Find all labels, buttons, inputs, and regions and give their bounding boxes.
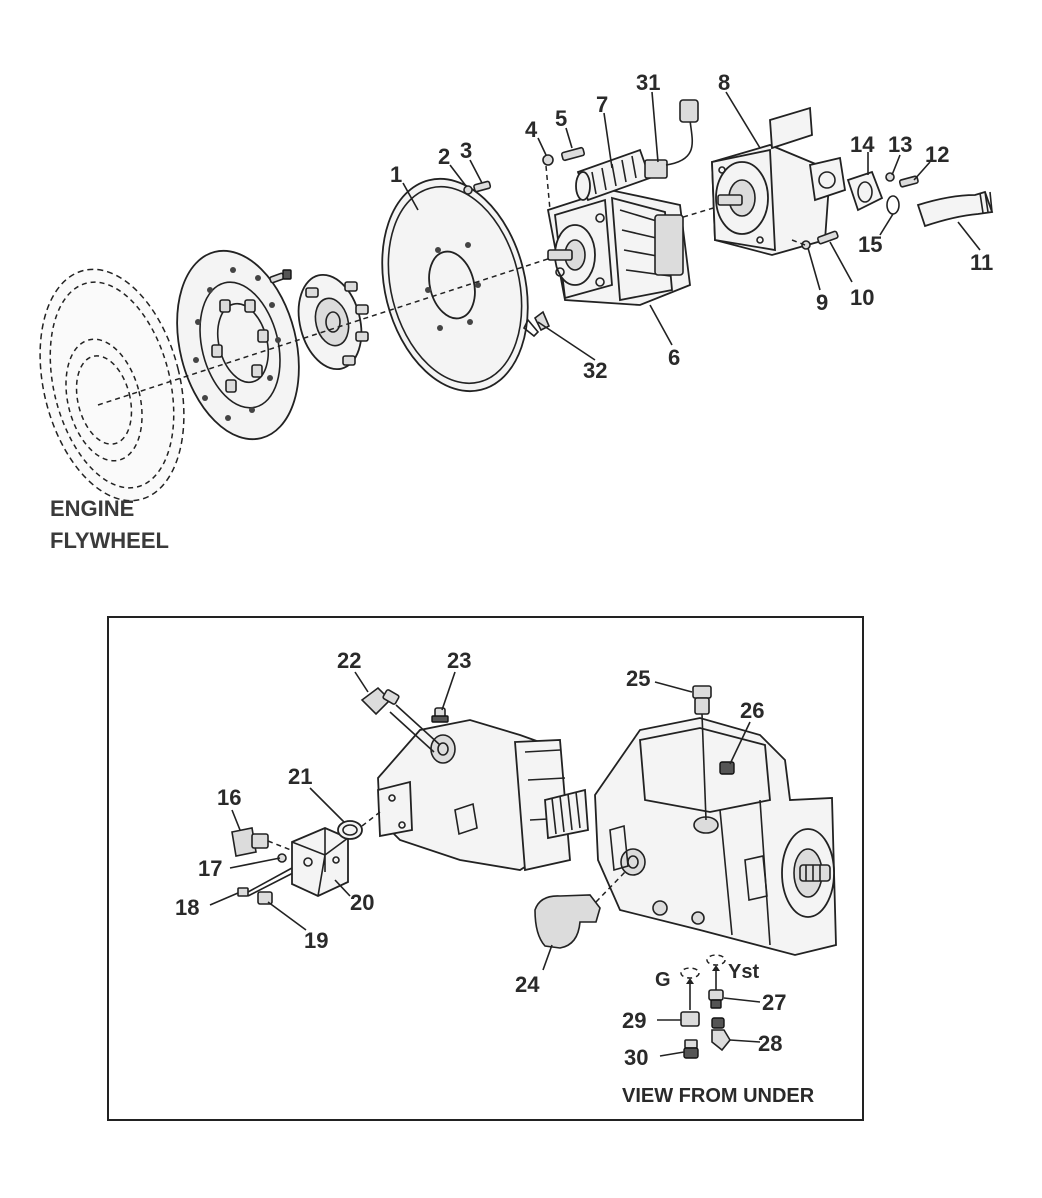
engine-caption-line2: FLYWHEEL bbox=[50, 528, 169, 553]
callout-8: 8 bbox=[718, 70, 730, 95]
callout-3: 3 bbox=[460, 138, 472, 163]
callout-26: 26 bbox=[740, 698, 764, 723]
wire-connector bbox=[665, 99, 699, 166]
bolt-9-10 bbox=[791, 230, 839, 250]
callout-18: 18 bbox=[175, 895, 199, 920]
callout-19: 19 bbox=[304, 928, 328, 953]
callout-30: 30 bbox=[624, 1045, 648, 1070]
detail-box bbox=[107, 616, 864, 1121]
bracket bbox=[533, 310, 551, 332]
callout-11: 11 bbox=[970, 250, 993, 275]
auxiliary-pump bbox=[711, 106, 847, 256]
callout-32: 32 bbox=[583, 358, 607, 383]
leader-lines-top bbox=[402, 91, 981, 361]
fitting-29 bbox=[680, 1011, 700, 1027]
drive-plate bbox=[176, 249, 300, 441]
callouts-bottom: 22 23 21 16 17 18 20 19 25 26 24 27 28 2… bbox=[175, 648, 786, 1070]
coupling bbox=[269, 269, 369, 371]
bolt-4-5 bbox=[542, 146, 586, 211]
screw bbox=[269, 269, 292, 284]
plug-19 bbox=[257, 891, 273, 905]
plug-16 bbox=[231, 827, 297, 857]
callout-17: 17 bbox=[198, 856, 222, 881]
pump-front-view bbox=[594, 717, 837, 956]
housing-plate bbox=[381, 177, 540, 393]
callout-23: 23 bbox=[447, 648, 471, 673]
fitting-25 bbox=[692, 685, 712, 821]
fitting-23 bbox=[431, 707, 449, 723]
elbow-24 bbox=[534, 871, 626, 949]
main-pump bbox=[546, 189, 691, 306]
fitting-27 bbox=[708, 989, 724, 1009]
port-yst bbox=[706, 954, 726, 990]
port-label-g: G bbox=[655, 969, 671, 991]
callout-31: 31 bbox=[636, 70, 660, 95]
callout-1: 1 bbox=[390, 162, 402, 187]
flange-and-hose bbox=[846, 170, 994, 228]
pump-side-view bbox=[377, 719, 589, 872]
elbow-28 bbox=[711, 1017, 731, 1052]
callout-12: 12 bbox=[925, 142, 949, 167]
engine-flywheel bbox=[39, 268, 185, 502]
callout-22: 22 bbox=[337, 648, 361, 673]
callout-9: 9 bbox=[816, 290, 828, 315]
callout-24: 24 bbox=[515, 972, 540, 997]
solenoid bbox=[575, 148, 668, 202]
callout-16: 16 bbox=[217, 785, 241, 810]
callout-28: 28 bbox=[758, 1031, 782, 1056]
view-from-under-caption: VIEW FROM UNDER bbox=[622, 1085, 815, 1107]
engine-caption-line1: ENGINE bbox=[50, 496, 134, 521]
callout-14: 14 bbox=[850, 132, 875, 157]
callout-29: 29 bbox=[622, 1008, 646, 1033]
callout-13: 13 bbox=[888, 132, 912, 157]
callout-21: 21 bbox=[288, 764, 312, 789]
callout-5: 5 bbox=[555, 106, 567, 131]
callout-20: 20 bbox=[350, 890, 374, 915]
callout-2: 2 bbox=[438, 144, 450, 169]
block-20 bbox=[291, 827, 349, 897]
callout-7: 7 bbox=[596, 92, 608, 117]
port-g bbox=[680, 967, 700, 1010]
fitting-22 bbox=[360, 686, 441, 753]
callout-4: 4 bbox=[525, 117, 538, 142]
fitting-30 bbox=[683, 1039, 699, 1059]
callouts-top: 1 2 3 4 5 7 31 8 14 13 12 15 11 10 9 6 3… bbox=[390, 70, 993, 383]
callout-6: 6 bbox=[668, 345, 680, 370]
fitting-26 bbox=[719, 761, 735, 775]
port-label-yst: Yst bbox=[728, 961, 759, 983]
leader-lines-bottom bbox=[209, 671, 761, 1057]
callout-15: 15 bbox=[858, 232, 882, 257]
callout-27: 27 bbox=[762, 990, 786, 1015]
o-ring-21 bbox=[337, 811, 381, 840]
bolt-18 bbox=[237, 867, 294, 897]
callout-25: 25 bbox=[626, 666, 650, 691]
bolt-2-3 bbox=[463, 180, 492, 195]
callout-10: 10 bbox=[850, 285, 874, 310]
